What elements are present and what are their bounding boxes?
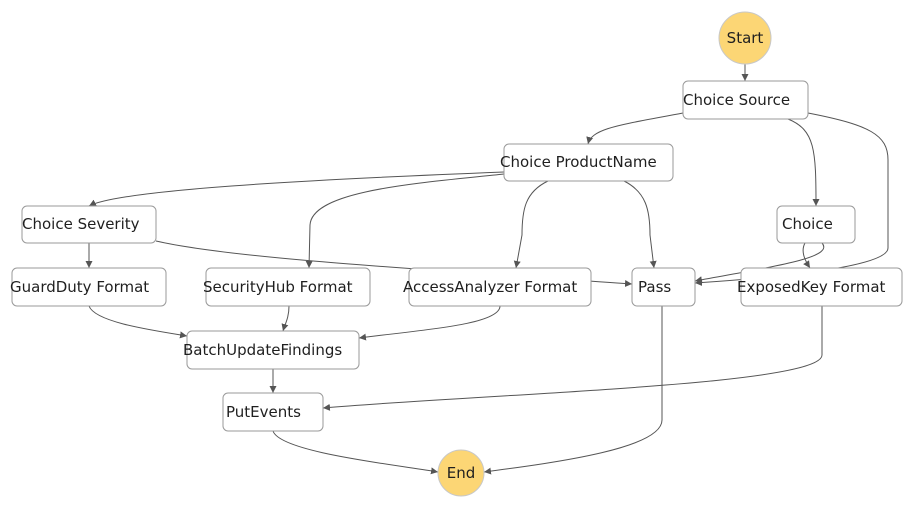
edge-choice-productname-to-securityhub-format [305, 173, 505, 269]
state-choice-productname[interactable]: Choice ProductName [500, 143, 674, 182]
edge-accessanalyzer-format-to-batchupdatefindings [358, 305, 501, 341]
accessanalyzer-format-label: AccessAnalyzer Format [403, 278, 577, 296]
edge-exposedkey-format-to-putevents [322, 306, 823, 411]
start-node[interactable]: Start [718, 11, 772, 65]
edge-choice-productname-to-choice-severity [88, 171, 505, 207]
choice-source-label: Choice Source [683, 91, 790, 109]
edge-securityhub-format-to-batchupdatefindings [281, 305, 290, 332]
state-batchupdatefindings[interactable]: BatchUpdateFindings [183, 330, 360, 370]
edge-choice-source-to-choice [787, 118, 820, 207]
state-pass[interactable]: Pass [631, 267, 696, 307]
choice-productname-label: Choice ProductName [500, 153, 657, 171]
exposedkey-format-label: ExposedKey Format [737, 278, 886, 296]
securityhub-format-label: SecurityHub Format [203, 278, 353, 296]
end-label: End [447, 464, 476, 482]
state-putevents[interactable]: PutEvents [222, 392, 324, 432]
edge-choice-source-to-pass [694, 112, 889, 287]
end-node[interactable]: End [437, 449, 485, 497]
state-choice-severity[interactable]: Choice Severity [21, 205, 157, 244]
edge-guardduty-format-to-batchupdatefindings [88, 305, 188, 339]
guardduty-format-label: GuardDuty Format [10, 278, 149, 296]
edge-choice-source-to-choice-productname [586, 112, 684, 145]
state-choice-source[interactable]: Choice Source [682, 80, 809, 120]
choice-severity-label: Choice Severity [22, 215, 140, 233]
state-securityhub-format[interactable]: SecurityHub Format [203, 267, 371, 307]
putevents-label: PutEvents [226, 403, 301, 421]
edge-choice-productname-to-pass [623, 180, 657, 269]
batchupdatefindings-label: BatchUpdateFindings [183, 341, 342, 359]
choice-label: Choice [782, 215, 833, 233]
edge-choice-productname-to-accessanalyzer-format [513, 180, 549, 269]
edge-pass-to-end [483, 306, 663, 475]
start-label: Start [727, 29, 764, 47]
state-exposedkey-format[interactable]: ExposedKey Format [737, 267, 903, 307]
state-guardduty-format[interactable]: GuardDuty Format [10, 267, 167, 307]
state-accessanalyzer-format[interactable]: AccessAnalyzer Format [403, 267, 592, 307]
edge-choice-to-exposedkey-format [802, 242, 811, 269]
edge-putevents-to-end [272, 430, 439, 475]
pass-label: Pass [638, 278, 671, 296]
edge-choice-to-pass [694, 242, 825, 284]
state-choice[interactable]: Choice [776, 205, 856, 244]
